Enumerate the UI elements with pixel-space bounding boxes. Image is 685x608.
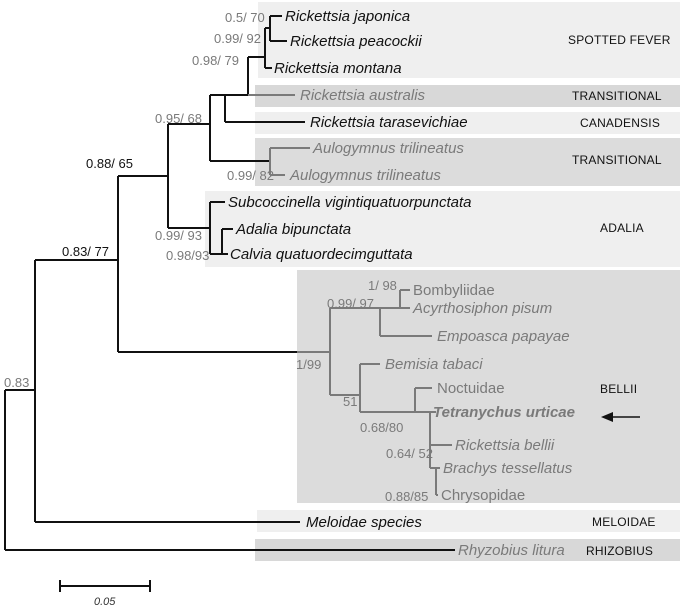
clade-box-transitional-1 xyxy=(255,85,680,107)
tip-label: Meloidae species xyxy=(306,514,422,531)
tip-label: Rickettsia montana xyxy=(274,60,402,77)
clade-label-bellii: BELLII xyxy=(600,382,637,396)
tip-label: Acyrthosiphon pisum xyxy=(412,300,552,317)
support-value: 0.88/ 65 xyxy=(86,156,133,171)
clade-box-adalia xyxy=(205,191,680,267)
branch-bellii-clade xyxy=(297,307,380,396)
branch-bellii-terminal xyxy=(429,411,452,496)
branch-adalia xyxy=(209,201,233,255)
black-branches xyxy=(4,15,455,551)
tip-label: Empoasca papayae xyxy=(437,328,570,345)
support-value: 0.99/ 97 xyxy=(327,296,374,311)
tip-label: Aulogymnus trilineatus xyxy=(312,140,464,157)
arrow-icon xyxy=(601,412,640,422)
support-value: 0.88/85 xyxy=(385,489,428,504)
support-value: 0.99/ 82 xyxy=(227,168,274,183)
support-value: 0.95/ 68 xyxy=(155,111,202,126)
branch-main-ingroup xyxy=(117,175,297,353)
branch-spotted-inner xyxy=(265,15,287,42)
tip-label: Rhyzobius litura xyxy=(458,542,565,559)
clade-label-adalia: ADALIA xyxy=(600,221,644,235)
tip-label: Noctuidae xyxy=(437,380,505,397)
clade-box-transitional-2 xyxy=(255,138,680,186)
support-value: 0.83/ 77 xyxy=(62,244,109,259)
support-value: 0.5/ 70 xyxy=(225,10,265,25)
tip-label: Rickettsia tarasevichiae xyxy=(310,114,468,131)
clade-label-rhizobius: RHIZOBIUS xyxy=(586,544,653,558)
branch-meloidae xyxy=(34,259,300,523)
clade-labels: SPOTTED FEVER TRANSITIONAL CANADENSIS TR… xyxy=(568,33,671,558)
tip-label: Adalia bipunctata xyxy=(235,221,351,238)
scale-bar: 0.05 xyxy=(59,580,151,608)
tip-label: Subcoccinella vigintiquatuorpunctata xyxy=(228,194,472,211)
gray-branches xyxy=(248,94,452,496)
clade-box-spotted-fever xyxy=(258,2,680,78)
tip-label-highlighted: Tetranychus urticae xyxy=(433,404,575,421)
tip-label: Chrysopidae xyxy=(441,487,525,504)
scale-bar-label: 0.05 xyxy=(94,596,116,608)
tip-label: Rickettsia bellii xyxy=(455,437,555,454)
tip-label: Bemisia tabaci xyxy=(385,356,483,373)
support-value: 0.98/93 xyxy=(166,248,209,263)
branch-rickettsia xyxy=(209,94,305,162)
tip-label: Rickettsia peacockii xyxy=(290,33,422,50)
tip-label: Calvia quatuordecimguttata xyxy=(230,246,413,263)
support-value: 1/99 xyxy=(296,357,321,372)
clade-box-canadensis xyxy=(255,112,680,134)
branch-root xyxy=(4,389,455,551)
clade-box-meloidae xyxy=(257,510,680,532)
tip-label: Aulogymnus trilineatus xyxy=(289,167,441,184)
branch-hemiptera xyxy=(379,289,432,337)
tip-label: Brachys tessellatus xyxy=(443,460,573,477)
support-value: 0.99/ 93 xyxy=(155,228,202,243)
branch-rickettsia-adalia xyxy=(167,123,210,229)
tip-label: Rickettsia japonica xyxy=(285,8,410,25)
support-value: 0.98/ 79 xyxy=(192,53,239,68)
tip-labels: Rickettsia japonica Rickettsia peacockii… xyxy=(228,8,575,559)
support-value: 1/ 98 xyxy=(368,278,397,293)
branch-bellii-inner xyxy=(359,363,432,413)
support-values: 0.5/ 70 0.99/ 92 0.98/ 79 0.95/ 68 0.99/… xyxy=(4,10,433,504)
clade-label-transitional: TRANSITIONAL xyxy=(572,153,662,167)
branch-spotted xyxy=(225,28,272,96)
clade-label-canadensis: CANADENSIS xyxy=(580,116,660,130)
clade-label-spotted-fever: SPOTTED FEVER xyxy=(568,33,671,47)
support-value: 51 xyxy=(343,394,357,409)
clade-label-transitional: TRANSITIONAL xyxy=(572,89,662,103)
branch-aulogymnus xyxy=(269,147,310,176)
support-value: 0.64/ 52 xyxy=(386,446,433,461)
tip-label: Rickettsia australis xyxy=(300,87,426,104)
clade-label-meloidae: MELOIDAE xyxy=(592,515,656,529)
clade-box-rhizobius xyxy=(255,539,680,561)
tip-label: Bombyliidae xyxy=(413,282,495,299)
support-value: 0.68/80 xyxy=(360,420,403,435)
support-value: 0.99/ 92 xyxy=(214,31,261,46)
support-value: 0.83 xyxy=(4,375,29,390)
